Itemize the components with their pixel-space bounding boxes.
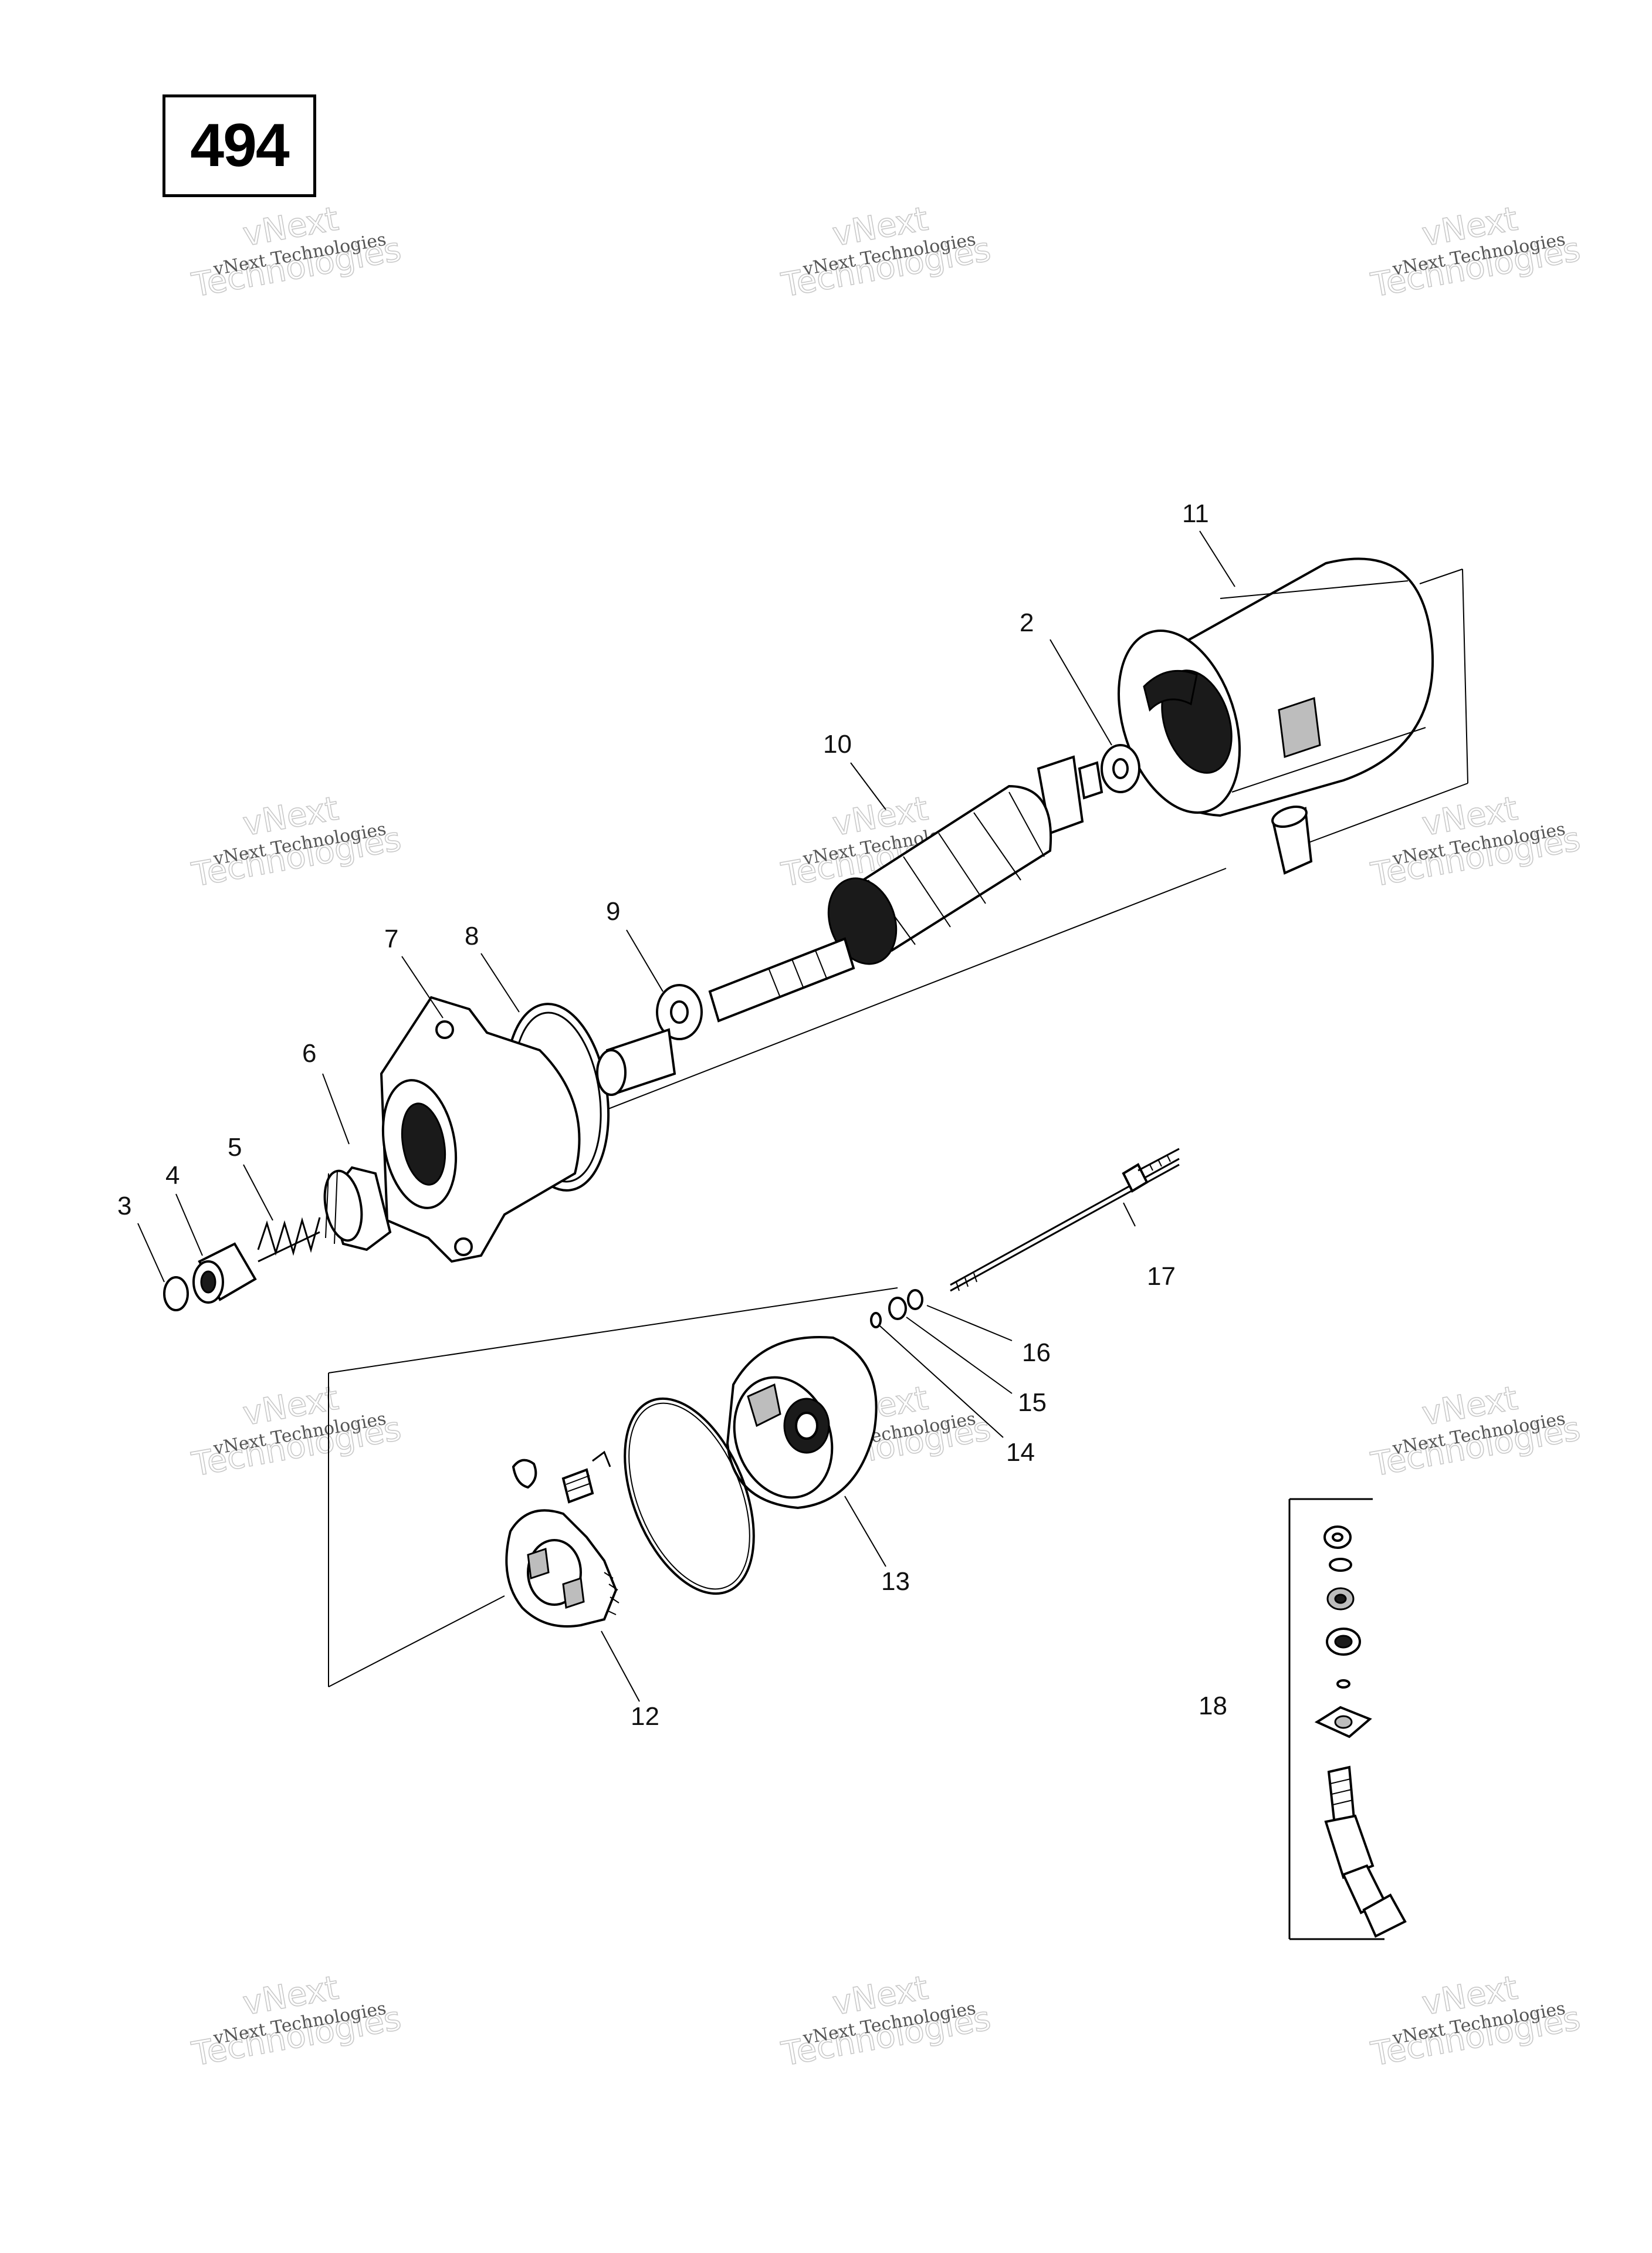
callout-16: 16 <box>1022 1338 1051 1367</box>
callout-4: 4 <box>165 1161 180 1190</box>
armature <box>708 755 1103 1023</box>
callout-5: 5 <box>228 1133 242 1162</box>
callout-12: 12 <box>631 1702 659 1731</box>
leader-lines <box>137 530 1235 1702</box>
watermark: vNext Technologies vNext Technologies <box>188 199 404 305</box>
page-number: 494 <box>190 111 290 180</box>
shaft-washer <box>656 984 703 1040</box>
pinion-drive <box>323 1166 392 1251</box>
watermarks: vNext Technologies vNext Technologies vN… <box>188 199 1583 2074</box>
small-washer <box>1336 1679 1350 1689</box>
stop-collar <box>192 1242 257 1304</box>
watermark: vNext Technologies vNext Technologies <box>1367 199 1583 305</box>
flat-washer <box>907 1289 923 1310</box>
lower-assembly-outline <box>328 1287 898 1687</box>
callout-9: 9 <box>606 897 620 926</box>
watermark: vNext Technologies vNext Technologies <box>1367 789 1583 895</box>
callout-10: 10 <box>823 730 852 759</box>
retaining-ring <box>163 1276 189 1311</box>
callout-2: 2 <box>1020 608 1034 637</box>
callout-15: 15 <box>1018 1388 1047 1417</box>
callout-6: 6 <box>302 1039 316 1068</box>
hardware-kit <box>1288 1498 1407 1940</box>
drive-end-housing <box>380 996 581 1263</box>
commutator-end-cover <box>726 1336 878 1510</box>
thrust-washer <box>1101 744 1140 793</box>
brush-holder-plate <box>505 1450 620 1628</box>
page-number-box: 494 <box>163 94 316 197</box>
watermark: vNext Technologies vNext Technologies <box>188 1968 404 2074</box>
callout-8: 8 <box>465 922 479 950</box>
callout-17: 17 <box>1147 1262 1176 1291</box>
callout-11: 11 <box>1182 499 1209 528</box>
watermark: vNext Technologies vNext Technologies <box>188 789 404 895</box>
watermark: vNext Technologies vNext Technologies <box>1367 1968 1583 2074</box>
cover-o-ring <box>624 1397 755 1595</box>
watermark: vNext Technologies vNext Technologies <box>1367 1379 1583 1484</box>
through-bolt <box>950 1148 1180 1292</box>
callout-18: 18 <box>1199 1692 1227 1720</box>
bearing-sleeve <box>596 1028 676 1096</box>
callout-3: 3 <box>117 1192 131 1220</box>
lock-washer <box>888 1297 907 1320</box>
field-frame-housing <box>1118 557 1434 875</box>
watermark: vNext Technologies vNext Technologies <box>188 1379 404 1484</box>
watermark: vNext Technologies vNext Technologies <box>778 199 994 305</box>
return-spring <box>257 1217 321 1263</box>
watermark: vNext Technologies vNext Technologies <box>778 1968 994 2074</box>
callouts: 11 2 10 9 8 7 6 5 4 3 17 16 15 14 13 12 … <box>117 499 1227 1731</box>
callout-7: 7 <box>384 925 398 953</box>
washer-stack <box>870 1289 923 1328</box>
callout-13: 13 <box>881 1567 910 1596</box>
callout-14: 14 <box>1006 1438 1035 1467</box>
lock-washer <box>1329 1558 1352 1572</box>
small-washer <box>870 1312 882 1328</box>
